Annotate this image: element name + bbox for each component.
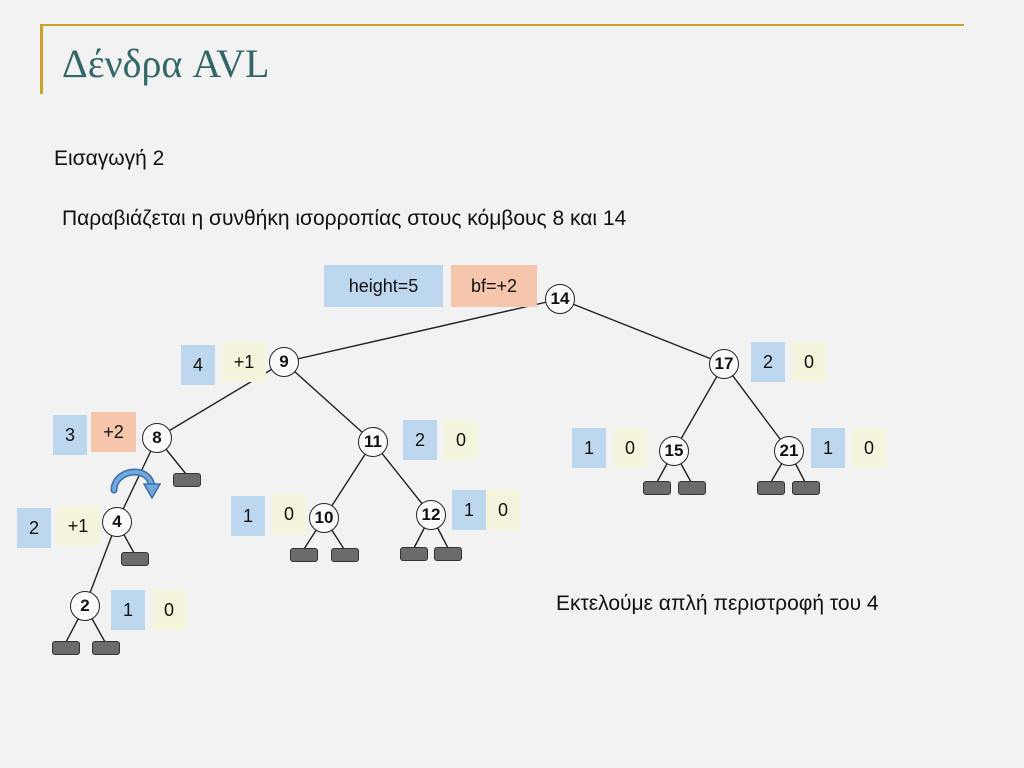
node-21-bf: 0 (852, 428, 886, 468)
root-bf-label: bf=+2 (451, 265, 537, 307)
edge-17-15 (673, 363, 725, 452)
rotation-arrow-icon (110, 468, 162, 500)
node-11-bf: 0 (444, 420, 478, 460)
node-8-bf: +2 (91, 412, 136, 452)
tree-node-8: 8 (142, 423, 172, 453)
node-17-bf: 0 (792, 342, 826, 382)
node-17-height: 2 (751, 342, 785, 382)
edge-14-9 (283, 298, 561, 363)
null-leaf (173, 473, 201, 487)
tree-node-4: 4 (102, 507, 132, 537)
tree-node-17: 17 (709, 349, 739, 379)
node-9-bf: +1 (222, 342, 266, 382)
null-leaf (121, 552, 149, 566)
violation-text: Παραβιάζεται η συνθήκη ισορροπίας στους … (62, 207, 627, 230)
edge-14-17 (559, 298, 725, 365)
node-10-height: 1 (231, 496, 265, 536)
root-height-label: height=5 (324, 265, 443, 307)
node-2-bf: 0 (152, 590, 186, 630)
slide-title: Δένδρα AVL (62, 41, 270, 86)
tree-node-9: 9 (269, 347, 299, 377)
null-leaf (792, 481, 820, 495)
edge-9-11 (283, 361, 374, 443)
insertion-label: Εισαγωγή 2 (54, 147, 165, 170)
tree-node-11: 11 (358, 427, 388, 457)
node-11-height: 2 (403, 420, 437, 460)
null-leaf (757, 481, 785, 495)
tree-node-15: 15 (659, 436, 689, 466)
tree-node-12: 12 (416, 500, 446, 530)
null-leaf (434, 547, 462, 561)
tree-node-2: 2 (70, 591, 100, 621)
null-leaf (290, 548, 318, 562)
tree-node-10: 10 (309, 503, 339, 533)
null-leaf (92, 641, 120, 655)
node-10-bf: 0 (272, 494, 306, 534)
null-leaf (678, 481, 706, 495)
tree-node-21: 21 (774, 436, 804, 466)
edge-17-21 (723, 363, 790, 452)
node-15-bf: 0 (613, 428, 647, 468)
action-text: Εκτελούμε απλή περιστροφή του 4 (556, 592, 879, 615)
node-21-height: 1 (811, 428, 845, 468)
null-leaf (52, 641, 80, 655)
node-9-height: 4 (181, 345, 215, 385)
title-side-rule (40, 24, 43, 94)
node-8-height: 3 (53, 415, 87, 455)
null-leaf (331, 548, 359, 562)
tree-node-14: 14 (545, 284, 575, 314)
node-2-height: 1 (111, 590, 145, 630)
node-12-height: 1 (452, 490, 486, 530)
node-15-height: 1 (572, 428, 606, 468)
title-top-rule (40, 24, 964, 26)
null-leaf (643, 481, 671, 495)
null-leaf (400, 547, 428, 561)
node-12-bf: 0 (486, 490, 520, 530)
node-4-bf: +1 (56, 506, 100, 546)
node-4-height: 2 (17, 508, 51, 548)
